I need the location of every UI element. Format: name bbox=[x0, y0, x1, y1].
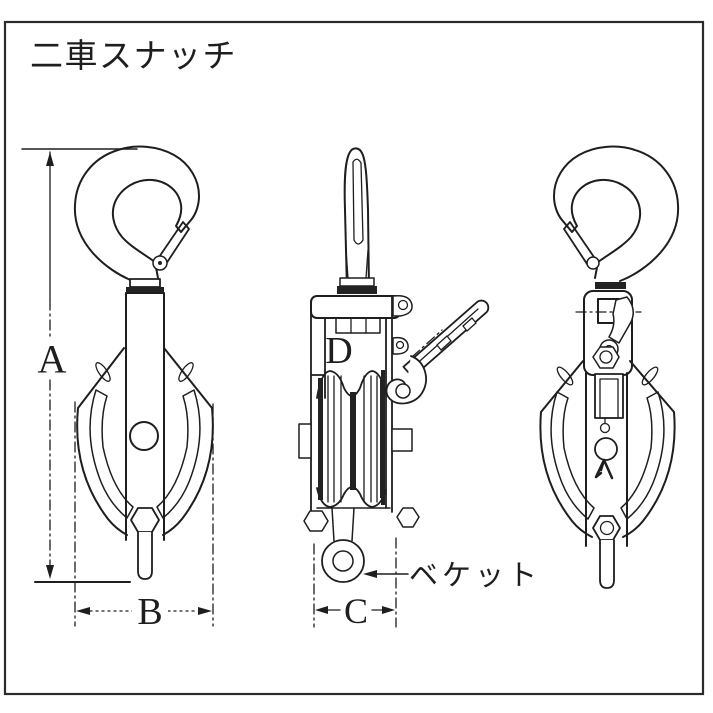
plate-slot-right-back bbox=[620, 391, 665, 520]
latch-pin-front bbox=[158, 261, 162, 265]
plate-slot-right bbox=[156, 389, 201, 519]
arrowhead-a-up bbox=[46, 152, 54, 166]
sheave-gap-center bbox=[350, 392, 356, 490]
plate-hole-right bbox=[178, 362, 194, 382]
dimension-a: A bbox=[21, 148, 138, 583]
arrowhead-b-left bbox=[76, 607, 90, 615]
cotter-pin-back bbox=[599, 539, 615, 589]
open-plate-curl-hole bbox=[395, 383, 411, 399]
hook-front bbox=[73, 145, 200, 282]
axle-nut-hole-back bbox=[599, 520, 615, 536]
body-plate-left-edge-back bbox=[539, 360, 593, 538]
dimension-label-c: C bbox=[344, 591, 368, 631]
cotter-pin-front bbox=[137, 531, 153, 580]
becket-eye-inner bbox=[332, 550, 354, 572]
center-boss-back bbox=[594, 437, 618, 461]
hook-neck-taper bbox=[345, 249, 369, 279]
figure-title: 二車スナッチ bbox=[30, 36, 237, 75]
open-plate-axis bbox=[411, 329, 443, 358]
head-slot-dividers bbox=[350, 317, 367, 334]
dimension-c: C bbox=[313, 537, 397, 631]
label-mask-b bbox=[132, 592, 168, 630]
swivel-collar-front bbox=[129, 278, 161, 288]
screw-back bbox=[599, 422, 611, 434]
top-bolt-back bbox=[592, 346, 620, 369]
plate-slot-left-back bbox=[550, 391, 595, 520]
axle-nut-back bbox=[592, 515, 621, 541]
latch-pivot-back bbox=[586, 256, 600, 270]
head-slot-side bbox=[335, 317, 381, 334]
arrowhead-c-left bbox=[315, 606, 328, 614]
plate-hole-left bbox=[95, 362, 111, 382]
axle-hole-front bbox=[129, 421, 159, 451]
becket-annotation: ベケット bbox=[363, 558, 541, 592]
becket-label: ベケット bbox=[409, 558, 541, 592]
cheek-right-edge bbox=[385, 295, 393, 513]
side-tab-left bbox=[298, 423, 312, 459]
arrowhead-a-down bbox=[46, 565, 54, 579]
becket-clevis bbox=[331, 507, 355, 542]
cheek-left-edge bbox=[310, 301, 326, 513]
bolt-left-side bbox=[303, 510, 329, 532]
latch-lever-back bbox=[608, 296, 634, 344]
plate-slot-left bbox=[89, 389, 134, 519]
dimension-b: B bbox=[74, 401, 214, 633]
clamp-slot-back bbox=[594, 373, 624, 419]
swivel-band-front bbox=[126, 287, 164, 293]
becket-arrowhead bbox=[363, 570, 377, 578]
open-plate-tab bbox=[436, 335, 452, 351]
label-mask-a bbox=[37, 337, 67, 379]
dimension-label-a: A bbox=[38, 337, 67, 382]
hook-back bbox=[553, 145, 680, 282]
swivel-band-side bbox=[337, 286, 377, 294]
dimension-label-d: D bbox=[325, 330, 352, 372]
arrowhead-c-right bbox=[382, 606, 395, 614]
stamp-mark-back bbox=[594, 458, 614, 480]
body-plate-left-edge bbox=[76, 347, 128, 536]
plate-hole-left-back bbox=[556, 366, 574, 386]
arrowhead-b-right bbox=[198, 607, 212, 615]
sheave-gap-left bbox=[318, 378, 323, 500]
hook-blade-inner bbox=[352, 158, 364, 245]
bolt-right-side bbox=[396, 507, 420, 528]
hinge-bolt-mid bbox=[395, 340, 405, 350]
swivel-collar-side bbox=[339, 277, 375, 287]
axle-nut-front bbox=[130, 507, 160, 533]
top-bolt-hole-back bbox=[599, 350, 613, 364]
body-plate-right-edge-back bbox=[622, 360, 676, 538]
sheave-groove-lines bbox=[327, 375, 378, 503]
head-plate-side bbox=[310, 295, 401, 319]
sheave-gap-right bbox=[380, 378, 385, 498]
view-back bbox=[539, 145, 680, 589]
dimension-label-b: B bbox=[137, 591, 162, 633]
view-side bbox=[298, 147, 490, 583]
strap-back bbox=[585, 372, 628, 547]
hinge-bolt-top bbox=[397, 299, 409, 311]
hook-blade-side bbox=[343, 147, 370, 291]
clamp-slot-inner bbox=[599, 378, 619, 419]
plate-hole-right-back bbox=[641, 366, 659, 386]
open-plate-notch bbox=[462, 317, 477, 332]
side-tab-right bbox=[391, 428, 413, 452]
swivel-band-back bbox=[595, 282, 626, 289]
